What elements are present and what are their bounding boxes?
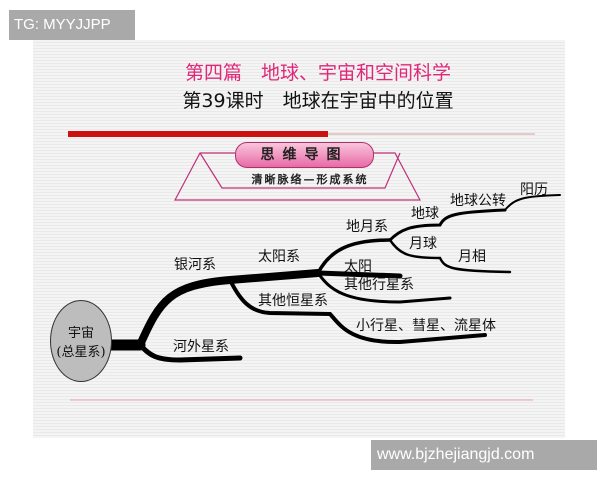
node-moon: 月球 (409, 236, 437, 252)
banner-frame (174, 152, 421, 201)
watermark-top-left: TG: MYYJJPP (9, 10, 135, 40)
node-other-planets: 其他行星系 (344, 277, 414, 293)
chapter-title: 第四篇 地球、宇宙和空间科学 (184, 62, 451, 84)
branch-moon (388, 238, 512, 274)
watermark-bottom-right: www.bjzhejiangjd.com (371, 440, 597, 470)
branch-sun (315, 270, 403, 279)
node-moon-phase: 月相 (458, 249, 486, 265)
root-sublabel: (总星系) (56, 345, 106, 360)
branch-other-planets (316, 271, 452, 304)
root-label: 宇宙 (67, 326, 94, 341)
branch-extragalactic (137, 342, 243, 363)
node-milky-way: 银河系 (174, 257, 216, 273)
banner-title: 思维导图 (235, 142, 374, 168)
node-solar-system: 太阳系 (258, 249, 300, 265)
node-earth-revolution: 地球公转 (450, 193, 506, 209)
branch-earth-moon (316, 238, 392, 275)
root-node: 宇宙 (总星系) (50, 300, 112, 382)
node-small-bodies: 小行星、彗星、流星体 (356, 318, 496, 334)
banner-subtitle: 清晰脉络—形成系统 (251, 173, 369, 186)
branch-calendar (504, 194, 561, 211)
red-rule (68, 131, 328, 137)
node-earth: 地球 (411, 206, 439, 222)
slide (33, 40, 565, 438)
branch-milky-way (136, 269, 322, 349)
node-earth-moon: 地月系 (346, 219, 388, 235)
branch-other-stars (228, 278, 487, 345)
node-solar-calendar: 阳历 (520, 182, 548, 198)
node-sun: 太阳 (344, 259, 372, 275)
node-other-stars: 其他恒星系 (258, 293, 328, 309)
lesson-title: 第39课时 地球在宇宙中的位置 (182, 90, 454, 112)
node-extragalactic: 河外星系 (173, 339, 229, 355)
branch-earth (388, 208, 507, 242)
